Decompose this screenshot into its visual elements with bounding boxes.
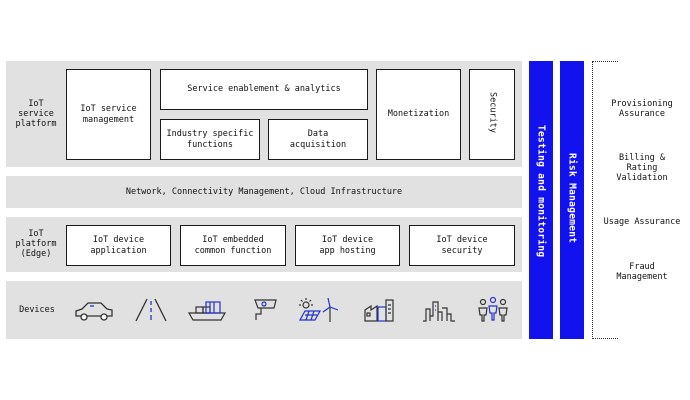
- service-platform-label: IoT service platform: [15, 99, 57, 129]
- iot-app-hosting-text: IoT device app hosting: [319, 234, 376, 256]
- security-text: Security: [487, 92, 498, 133]
- city-icon: [421, 296, 457, 324]
- road-icon: [133, 296, 169, 324]
- provisioning-assurance-label: Provisioning Assurance: [611, 99, 673, 119]
- iot-device-security-text: IoT device security: [436, 234, 488, 256]
- testing-monitoring-bar: Testing and monitoring: [529, 61, 553, 339]
- iot-embedded-common-box: IoT embedded common function: [180, 225, 286, 266]
- risk-management-text: Risk Management: [566, 153, 578, 244]
- camera-icon: [250, 296, 280, 324]
- ship-icon: [186, 296, 228, 324]
- monetization-box: Monetization: [376, 69, 461, 160]
- iot-embedded-common-text: IoT embedded common function: [194, 234, 272, 256]
- car-icon: [73, 296, 115, 324]
- data-acquisition-box: Data acquisition: [268, 119, 368, 160]
- iot-app-hosting-box: IoT device app hosting: [295, 225, 400, 266]
- edge-label: IoT platform (Edge): [15, 229, 57, 259]
- iot-device-application-box: IoT device application: [66, 225, 171, 266]
- billing-rating-validation-label: Billing & Rating Validation: [616, 153, 668, 183]
- factory-icon: [363, 296, 397, 324]
- devices-label: Devices: [19, 305, 55, 315]
- energy-icon: [297, 296, 341, 324]
- iot-service-management-text: IoT service management: [80, 103, 137, 125]
- people-icon: [476, 296, 510, 324]
- service-enablement-text: Service enablement & analytics: [187, 84, 341, 94]
- service-enablement-box: Service enablement & analytics: [160, 69, 368, 110]
- iot-device-security-box: IoT device security: [409, 225, 515, 266]
- testing-monitoring-text: Testing and monitoring: [535, 125, 547, 258]
- industry-functions-text: Industry specific functions: [166, 128, 254, 150]
- monetization-text: Monetization: [387, 109, 450, 119]
- industry-functions-box: Industry specific functions: [160, 119, 260, 160]
- risk-items-bracket: [592, 61, 618, 339]
- network-band: [6, 176, 522, 208]
- risk-management-bar: Risk Management: [560, 61, 584, 339]
- iot-device-application-text: IoT device application: [90, 234, 147, 256]
- fraud-management-label: Fraud Management: [616, 262, 668, 282]
- usage-assurance-label: Usage Assurance: [603, 217, 681, 227]
- network-label: Network, Connectivity Management, Cloud …: [125, 187, 403, 197]
- iot-service-management-box: IoT service management: [66, 69, 151, 160]
- security-box: Security: [469, 69, 515, 160]
- data-acquisition-text: Data acquisition: [289, 128, 347, 150]
